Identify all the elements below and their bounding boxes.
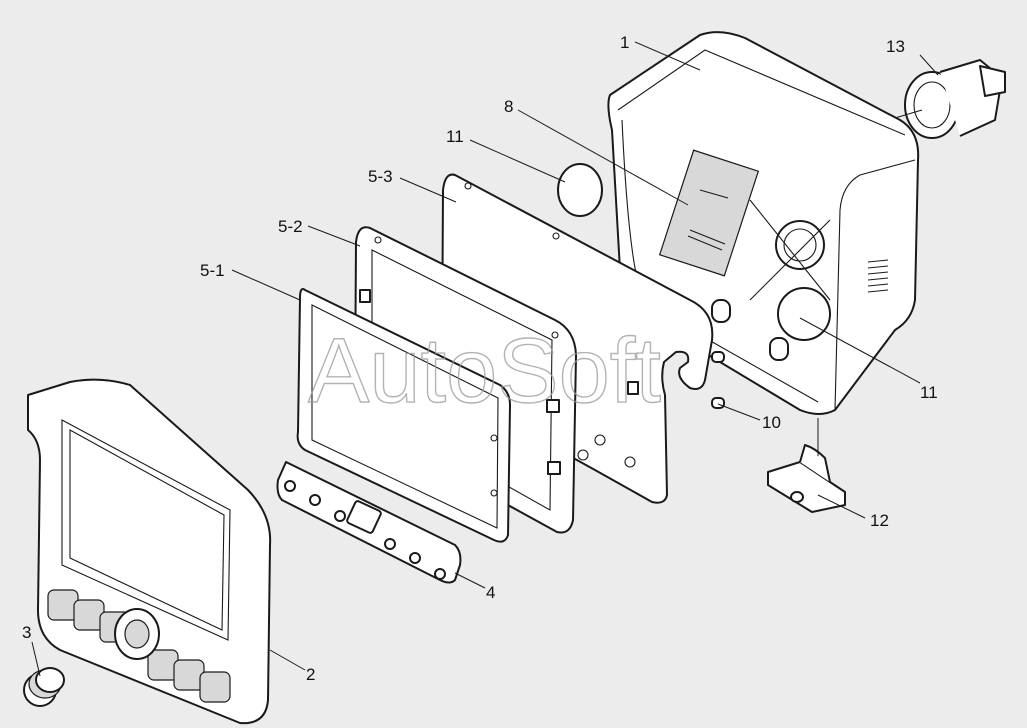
- callout-1: 1: [620, 33, 629, 52]
- part-11-plug: [557, 163, 603, 217]
- part-3-knob: [23, 667, 65, 707]
- part-5-1-display: [296, 288, 511, 543]
- callout-12: 12: [870, 511, 889, 530]
- watermark: AutoSoft: [308, 320, 661, 422]
- part-12-bracket: [767, 444, 846, 513]
- bezel-button-row: [47, 589, 231, 703]
- part-2-front-bezel: [27, 378, 272, 725]
- part-13-connector: [904, 59, 1006, 139]
- callout-labels: 1 2 3 4 5-1 5-2 5-3 8 10 11 11 12 13: [22, 33, 938, 684]
- callout-5-2: 5-2: [278, 217, 303, 236]
- callout-13: 13: [886, 37, 905, 56]
- callout-4: 4: [486, 583, 495, 602]
- callout-11-upper: 11: [446, 127, 464, 146]
- callout-10: 10: [762, 413, 781, 432]
- callout-3: 3: [22, 623, 31, 642]
- callout-5-3: 5-3: [368, 167, 393, 186]
- part-4-button-board: [276, 461, 462, 584]
- callout-5-1: 5-1: [200, 261, 225, 280]
- callout-11-lower: 11: [920, 383, 938, 402]
- callout-2: 2: [306, 665, 315, 684]
- callout-8: 8: [504, 97, 513, 116]
- leader-lines: [31, 41, 939, 677]
